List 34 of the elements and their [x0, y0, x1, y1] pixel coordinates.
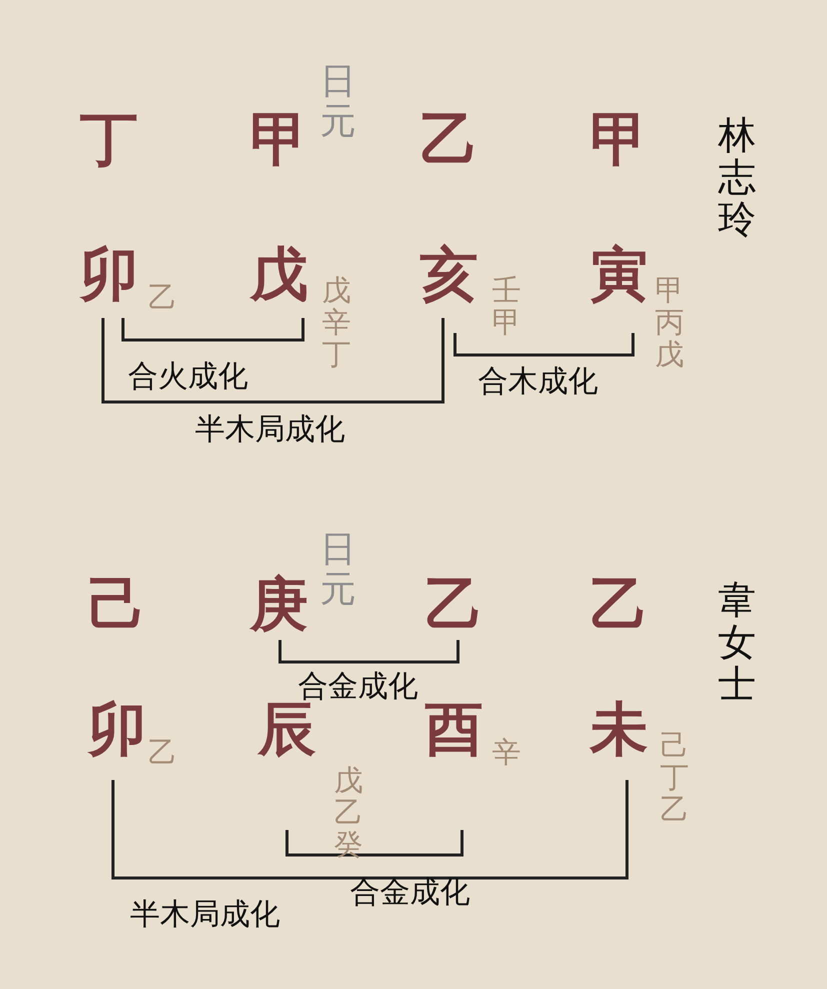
heavenly-stem: 庚: [250, 575, 308, 633]
earthly-branch: 卯: [80, 245, 138, 303]
combination-note: 半木局成化: [195, 415, 345, 445]
earthly-branch: 卯: [88, 700, 146, 758]
heavenly-stem: 己: [88, 575, 146, 633]
combination-note: 合金成化: [350, 878, 470, 908]
hidden-stems: 己丁乙: [660, 730, 689, 826]
heavenly-stem: 乙: [420, 110, 478, 168]
heavenly-stem: 甲: [590, 110, 648, 168]
heavenly-stem: 甲: [250, 110, 308, 168]
hidden-stems: 甲丙戊: [655, 275, 684, 371]
earthly-branch: 辰: [258, 700, 316, 758]
hidden-stem: 乙: [148, 737, 177, 769]
hidden-stems: 壬甲: [492, 275, 521, 339]
hidden-stems: 戊乙癸: [334, 765, 363, 861]
earthly-branch: 寅: [590, 245, 648, 303]
heavenly-stem: 乙: [590, 575, 648, 633]
hidden-stem: 乙: [148, 282, 177, 314]
combination-note: 半木局成化: [130, 900, 280, 930]
combination-note: 合火成化: [128, 362, 248, 392]
hidden-stem: 辛: [492, 737, 521, 769]
earthly-branch: 亥: [420, 245, 478, 303]
day-master-mark: 日元: [320, 530, 356, 610]
hidden-stems: 戊辛丁: [322, 275, 351, 371]
day-master-mark: 日元: [320, 62, 356, 142]
earthly-branch: 酉: [425, 700, 483, 758]
combination-note: 合金成化: [298, 672, 418, 702]
heavenly-stem: 乙: [425, 575, 483, 633]
heavenly-stem: 丁: [80, 110, 138, 168]
earthly-branch: 未: [590, 700, 648, 758]
earthly-branch: 戊: [250, 245, 308, 303]
person-name: 韋女士: [718, 580, 756, 706]
combination-note: 合木成化: [478, 367, 598, 397]
person-name: 林志玲: [718, 115, 756, 240]
